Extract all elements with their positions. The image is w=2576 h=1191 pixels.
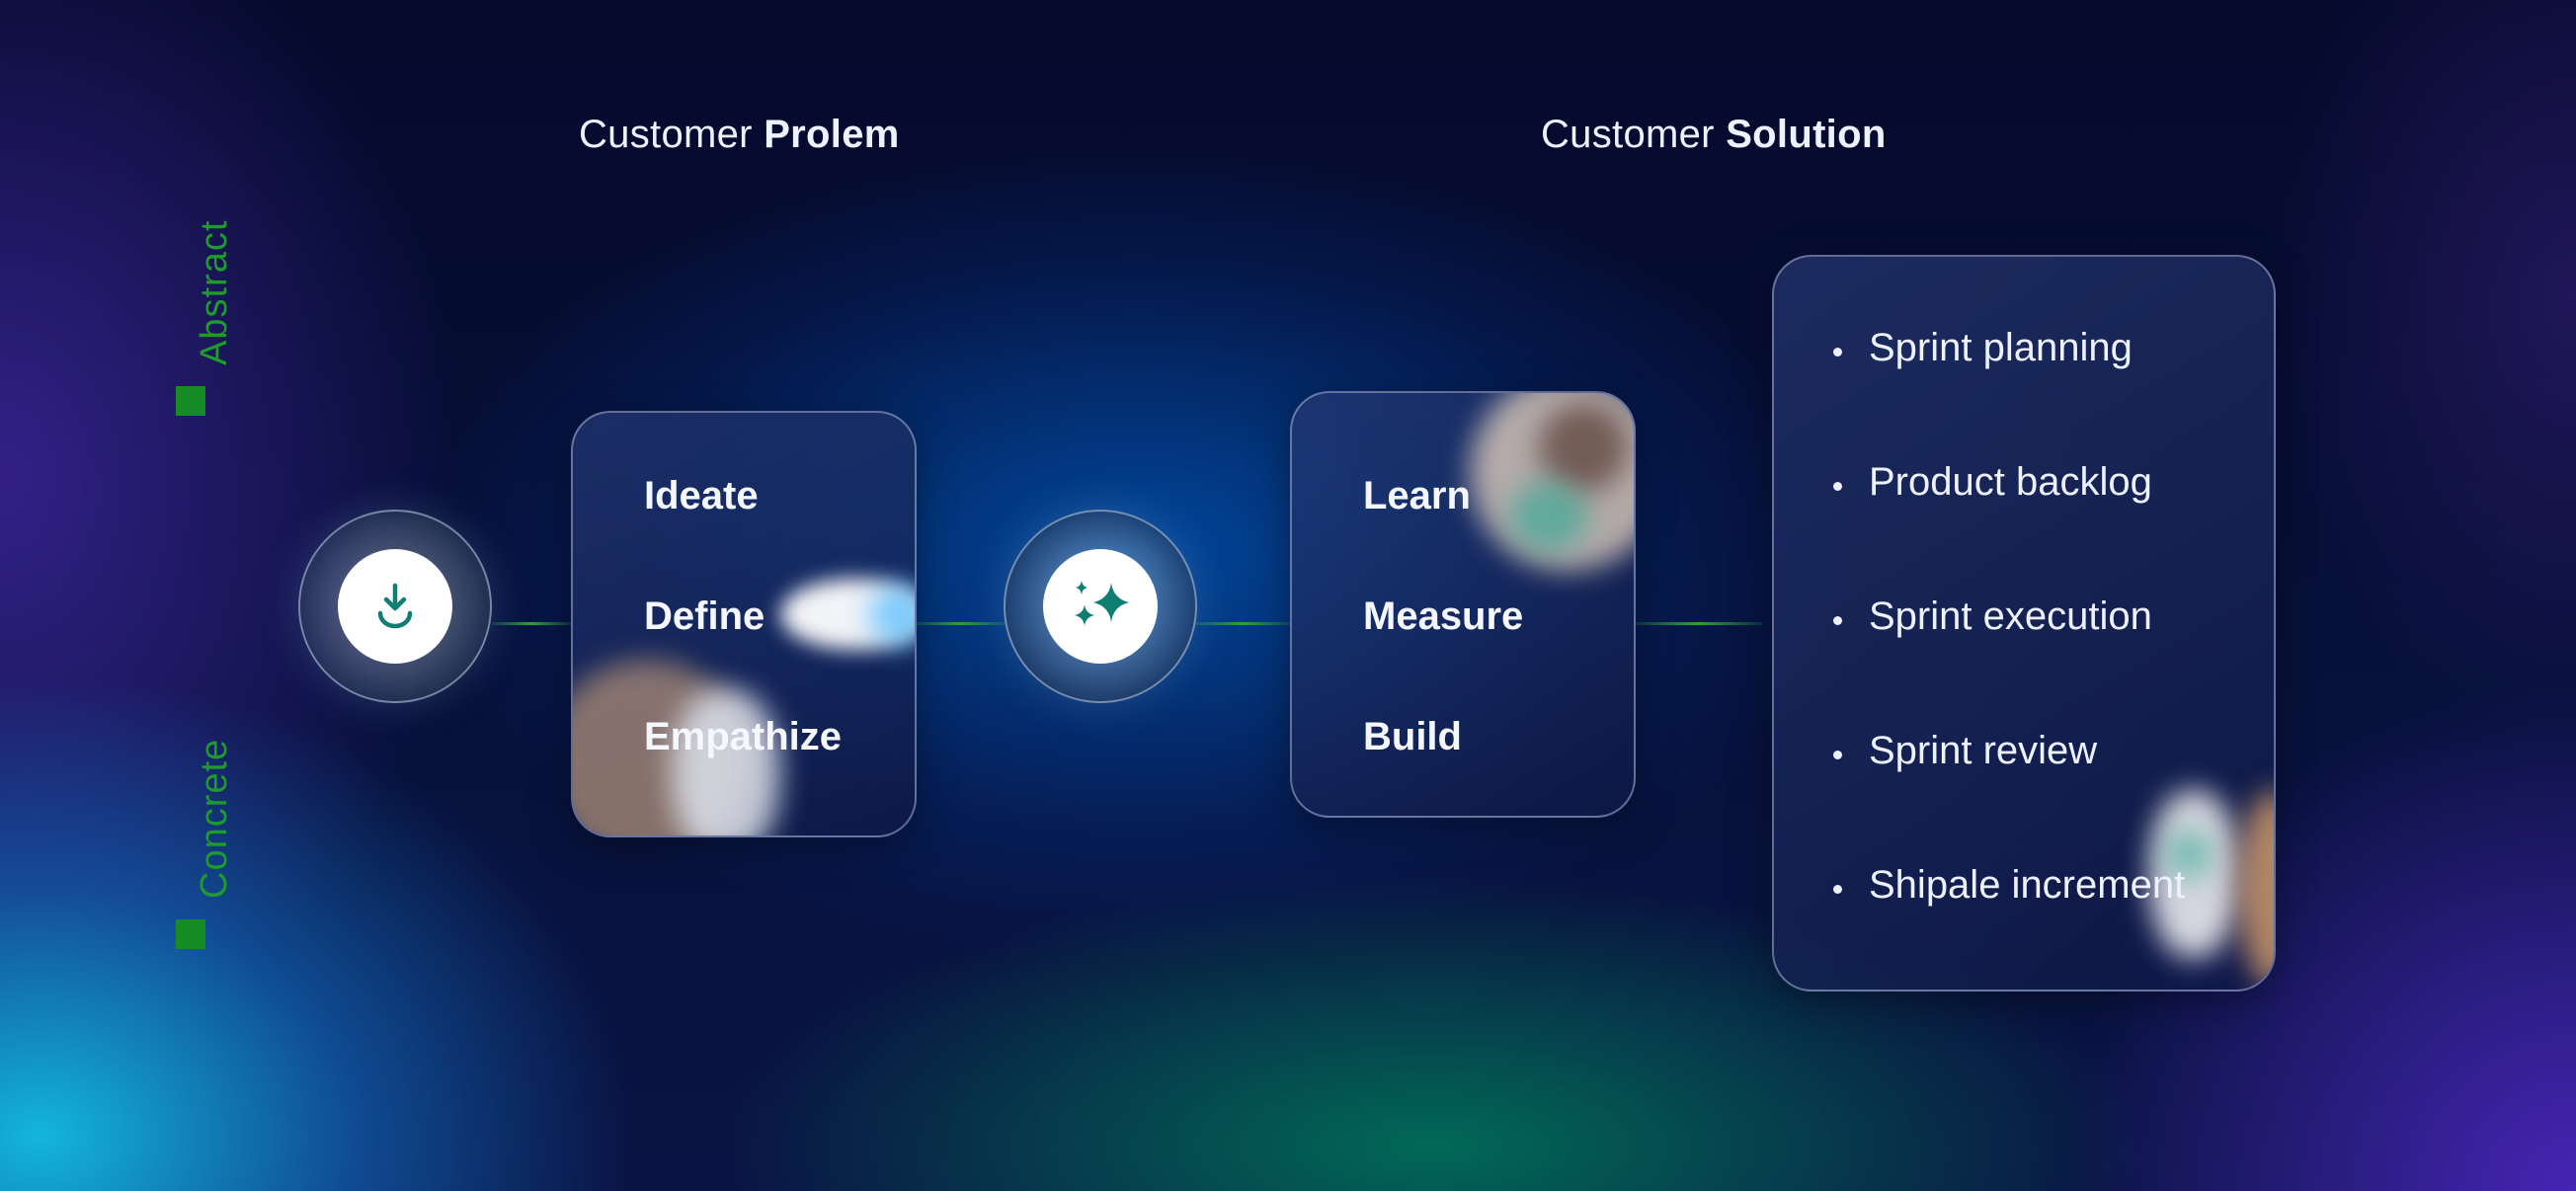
list-item: Ideate [644, 474, 759, 517]
problem-card: Ideate Define Empathize [571, 411, 917, 837]
abstract-label: Abstract [194, 219, 235, 365]
list-item: Empathize [644, 715, 843, 758]
abstract-marker [176, 386, 205, 416]
glass-highlight [672, 689, 780, 835]
customer-problem-heading: Customer Prolem [579, 113, 900, 156]
concrete-marker [176, 919, 205, 949]
connector-line [1193, 622, 1292, 625]
connector-line [915, 622, 1006, 625]
glass-highlight [869, 586, 915, 645]
glass-highlight [1509, 482, 1588, 551]
list-item: Product backlog [1833, 460, 2152, 504]
list-item: Shipale increment [1832, 863, 2186, 907]
scrum-card: Sprint planning Product backlog Sprint e… [1772, 255, 2276, 992]
solution-card: Learn Measure Build [1290, 391, 1636, 818]
sparkles-icon [1043, 549, 1158, 664]
start-node[interactable] [298, 510, 492, 703]
list-item: Build [1363, 715, 1462, 758]
connector-line [1634, 622, 1762, 625]
list-item: Sprint execution [1833, 595, 2152, 638]
connector-line [492, 622, 571, 625]
glass-highlight [2238, 790, 2274, 988]
ai-node[interactable] [1004, 510, 1197, 703]
list-item: Define [644, 595, 765, 638]
list-item: Sprint planning [1833, 326, 2133, 369]
glass-highlight [2164, 830, 2214, 879]
download-icon [338, 549, 452, 664]
list-item: Sprint review [1832, 729, 2098, 772]
concrete-label: Concrete [194, 738, 235, 899]
glass-highlight [1539, 403, 1628, 492]
customer-solution-heading: Customer Solution [1541, 113, 1887, 156]
list-item: Learn [1363, 474, 1471, 517]
list-item: Measure [1363, 595, 1524, 638]
